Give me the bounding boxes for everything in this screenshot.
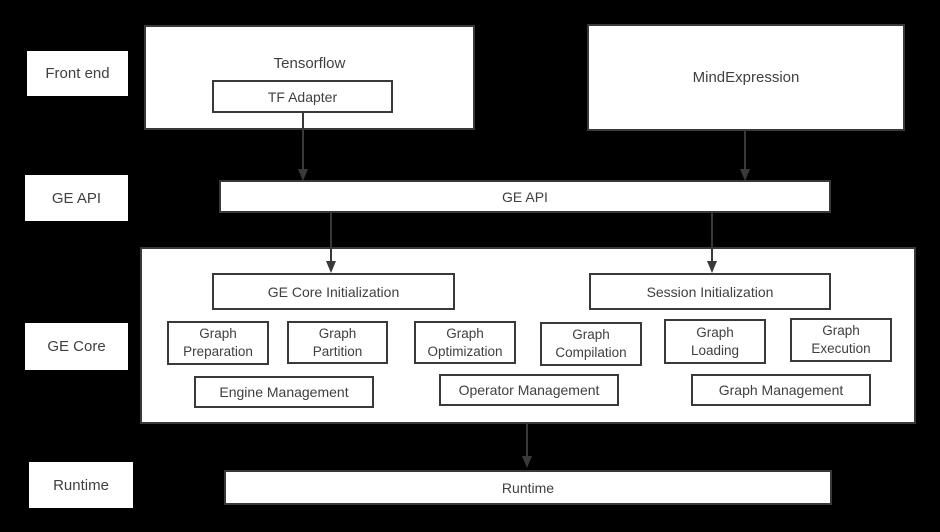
arrow-head-icon: [740, 169, 750, 181]
tensorflow-box: Tensorflow: [144, 25, 475, 130]
ge-api-bar: GE API: [219, 180, 831, 213]
operator-management-box: Operator Management: [439, 374, 619, 406]
arrow-head-icon: [298, 169, 308, 181]
graph-execution-box: Graph Execution: [790, 318, 892, 362]
arrow-line: [526, 424, 528, 457]
arrow-head-icon: [522, 456, 532, 468]
graph-compilation-box: Graph Compilation: [540, 322, 642, 366]
engine-management-box: Engine Management: [194, 376, 374, 408]
arrow-line: [744, 131, 746, 170]
side-label-ge-api: GE API: [25, 175, 128, 221]
graph-partition-box: Graph Partition: [287, 321, 388, 364]
session-initialization-box: Session Initialization: [589, 273, 831, 310]
mindexpression-box: MindExpression: [587, 24, 905, 131]
graph-preparation-box: Graph Preparation: [167, 321, 269, 365]
side-label-front-end: Front end: [27, 51, 128, 96]
arrow-line: [711, 213, 713, 262]
arrow-line: [330, 213, 332, 262]
tensorflow-title: Tensorflow: [273, 55, 346, 72]
tf-adapter-box: TF Adapter: [212, 80, 393, 113]
ge-core-initialization-box: GE Core Initialization: [212, 273, 455, 310]
arrow-head-icon: [707, 261, 717, 273]
graph-loading-box: Graph Loading: [664, 319, 766, 364]
runtime-bar: Runtime: [224, 470, 832, 505]
graph-management-box: Graph Management: [691, 374, 871, 406]
side-label-ge-core: GE Core: [25, 323, 128, 370]
arrow-line: [302, 113, 304, 170]
side-label-runtime: Runtime: [29, 462, 133, 508]
arrow-head-icon: [326, 261, 336, 273]
graph-optimization-box: Graph Optimization: [414, 321, 516, 364]
